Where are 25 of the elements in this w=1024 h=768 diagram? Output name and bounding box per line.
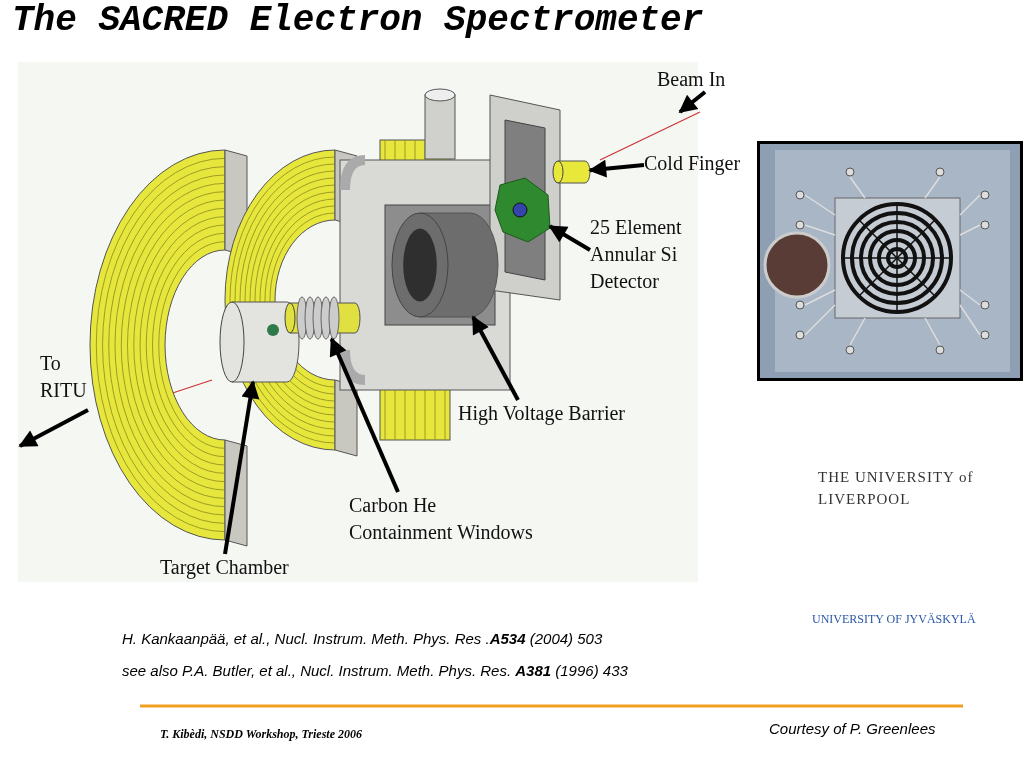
leader-arrow xyxy=(471,315,520,401)
university-name: UNIVERSITY OF JYVÄSKYLÄ xyxy=(812,612,976,627)
reference-citation: see also P.A. Butler, et al., Nucl. Instrum. Meth. Phys. Res. A381 (1996) 433 xyxy=(122,662,628,679)
credit-note: Courtesy of P. Greenlees xyxy=(769,720,936,737)
footer-text: T. Kibèdi, NSDD Workshop, Trieste 2006 xyxy=(160,727,363,742)
leader-arrow xyxy=(329,337,400,493)
leader-arrow xyxy=(18,408,89,448)
callout-label: Cold Finger xyxy=(644,150,741,177)
high-voltage-barrier-cylinder xyxy=(391,212,499,318)
university-name: THE UNIVERSITY of LIVERPOOL xyxy=(818,468,975,509)
callout-label: To RITU xyxy=(40,350,90,404)
callout-label: Carbon He Containment Windows xyxy=(349,492,544,546)
slide-title: The SACRED Electron Spectrometer xyxy=(12,0,704,41)
callout-label: High Voltage Barrier xyxy=(458,400,625,427)
reference-citation: H. Kankaanpää, et al., Nucl. Instrum. Meth. Phys. Res .A534 (2004) 503 xyxy=(122,630,603,647)
leader-arrow xyxy=(548,224,591,252)
callout-label: 25 Element Annular Si Detector xyxy=(590,214,690,295)
callout-label: Beam In xyxy=(657,66,726,93)
window-tube xyxy=(284,296,361,340)
leader-arrow xyxy=(223,380,260,555)
leader-arrow xyxy=(588,159,645,178)
callout-label: Target Chamber xyxy=(160,554,289,581)
cold-finger-cylinder xyxy=(552,160,591,184)
target-chamber-cylinder xyxy=(219,301,300,383)
leader-arrow xyxy=(678,90,707,114)
